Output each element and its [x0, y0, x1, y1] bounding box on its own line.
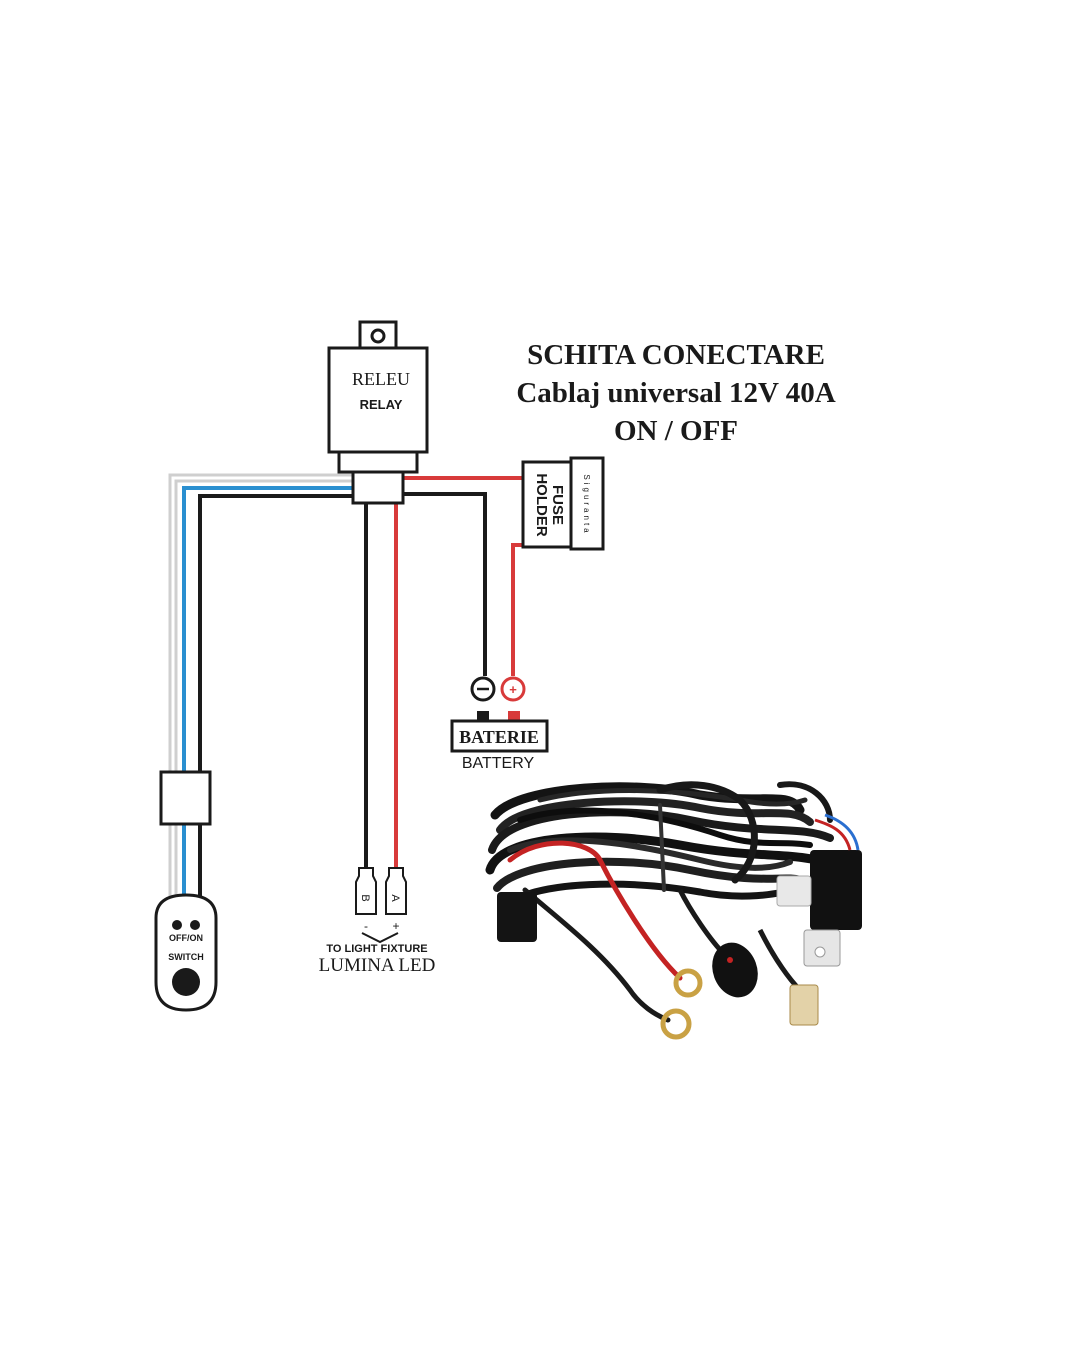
light-fixture: B A - + TO LIGHT FIXTURE LUMINA LED [319, 867, 436, 976]
wire-white-outer [168, 473, 358, 905]
fuse-label-en2: HOLDER [533, 473, 550, 537]
switch-connector [159, 770, 212, 826]
red-lead [507, 840, 683, 981]
relay-label-en: RELAY [360, 397, 403, 412]
ring-terminal-black [660, 1008, 692, 1040]
cable-bundle [485, 781, 840, 909]
relay-mount-hole [370, 328, 386, 344]
photo-spade-terminal [789, 984, 819, 1026]
photo-connector-left [497, 892, 537, 942]
switch-body [154, 893, 218, 1012]
battery-pos-post [508, 711, 520, 721]
photo-switch-led [727, 957, 733, 963]
switch: OFF/ON SWITCH [154, 893, 218, 1012]
switch-button [172, 968, 200, 996]
photo-fuse-connector [776, 875, 812, 907]
light-label-en: TO LIGHT FIXTURE [326, 943, 427, 955]
fuse-holder-body [521, 460, 573, 549]
fuse-box [569, 456, 605, 551]
terminal-a [385, 867, 407, 915]
terminal-minus: - [364, 919, 368, 933]
switch-label-state: OFF/ON [169, 933, 203, 943]
terminal-b [355, 867, 377, 915]
photo-relay-wires [814, 818, 852, 851]
title-line-3: ON / OFF [614, 415, 738, 447]
black-lead [522, 887, 671, 1023]
fuse-holder: FUSE HOLDER Siguranta [521, 456, 605, 551]
light-label-ro: LUMINA LED [319, 955, 436, 976]
wire-black-switch [198, 494, 358, 905]
diagram-title: SCHITA CONECTARE Cablaj universal 12V 40… [516, 339, 835, 447]
relay: RELEU RELAY [327, 320, 429, 505]
terminal-a-label: A [389, 894, 401, 902]
photo-spade-lead [757, 928, 802, 992]
relay-connector [351, 470, 405, 505]
photo-relay [810, 850, 862, 930]
wire-white-inner [174, 479, 358, 905]
fuse-label-en: FUSE [549, 485, 566, 525]
battery-label-ro: BATERIE [459, 727, 539, 747]
battery-positive-terminal [500, 676, 526, 702]
terminal-plus: + [392, 919, 399, 933]
switch-led-left [172, 920, 182, 930]
battery: + BATERIE BATTERY [450, 676, 549, 772]
battery-body [450, 719, 549, 753]
terminal-bracket [361, 932, 399, 944]
photo-relay-tab-hole [814, 946, 826, 958]
title-line-2: Cablaj universal 12V 40A [516, 377, 835, 409]
wire-blue [182, 486, 358, 905]
wires [168, 473, 523, 905]
switch-lead [677, 888, 727, 957]
terminal-b-label: B [359, 894, 371, 901]
relay-label-ro: RELEU [352, 369, 410, 389]
harness-photo [485, 781, 862, 1040]
relay-body [327, 346, 429, 454]
switch-label-name: SWITCH [168, 952, 204, 962]
switch-led-right [190, 920, 200, 930]
wire-black-battery [402, 492, 487, 676]
photo-switch [712, 942, 758, 998]
relay-base [337, 450, 419, 474]
fuse-label-ro: Siguranta [582, 474, 591, 535]
battery-pos-symbol: + [509, 682, 517, 697]
battery-neg-post [477, 711, 489, 721]
title-line-1: SCHITA CONECTARE [527, 339, 825, 371]
battery-label-en: BATTERY [462, 755, 535, 772]
wire-red-battery [511, 543, 523, 676]
ring-terminal-red [673, 968, 703, 998]
